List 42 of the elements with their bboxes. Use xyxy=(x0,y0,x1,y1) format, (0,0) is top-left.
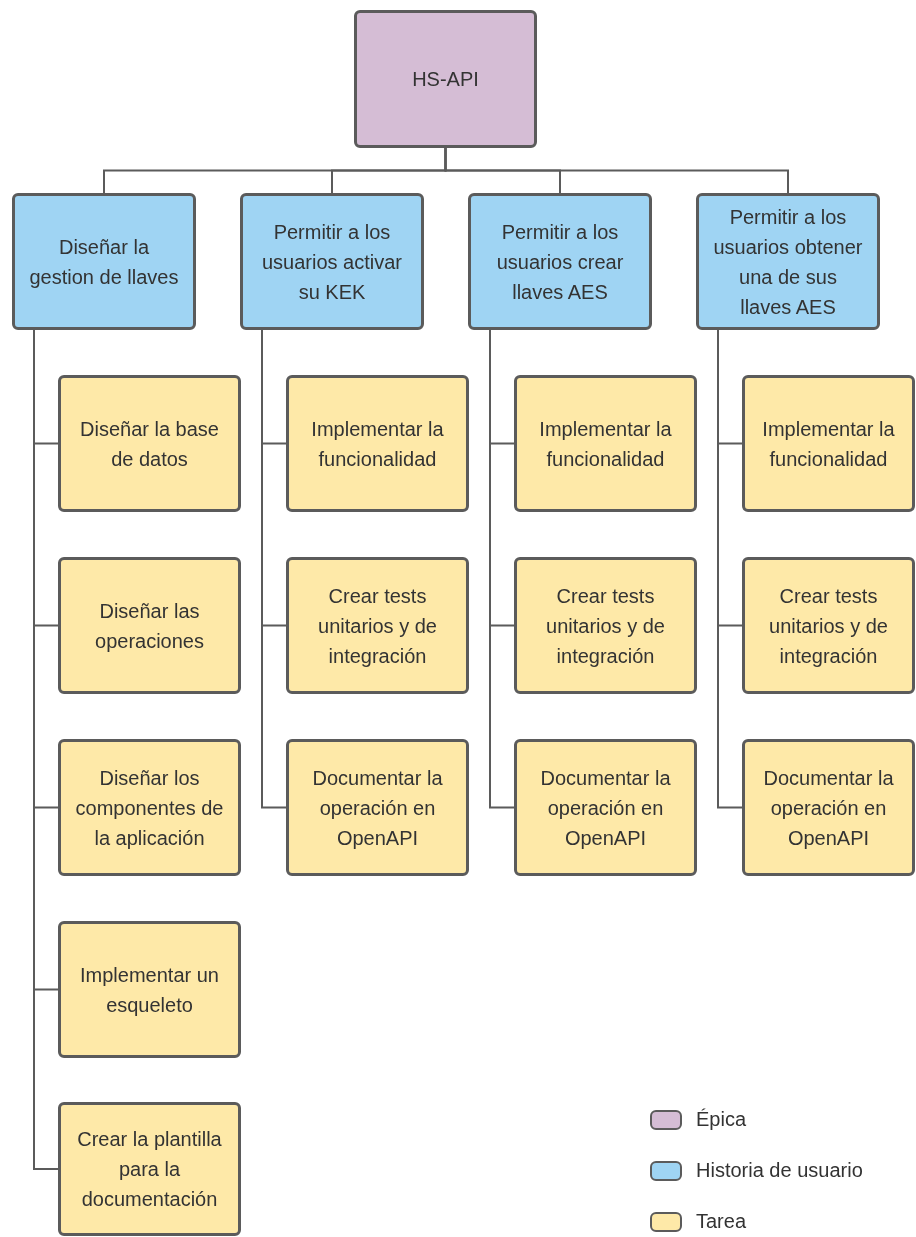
task-box xyxy=(286,557,469,694)
node-label: Crear tests unitarios y de integración xyxy=(768,583,889,669)
task-box xyxy=(58,375,241,512)
user-story-box xyxy=(696,193,880,330)
node-label: Crear tests unitarios y de integración xyxy=(545,583,666,669)
node-label: Implementar un esqueleto xyxy=(79,962,220,1018)
user-story-box xyxy=(468,193,652,330)
node-label: HS-API xyxy=(411,67,480,92)
node-label: Permitir a los usuarios activar su KEK xyxy=(260,219,404,305)
task-box xyxy=(58,557,241,694)
node-label: Documentar la operación en OpenAPI xyxy=(762,765,895,851)
task-box xyxy=(58,739,241,876)
user-story-box xyxy=(12,193,196,330)
node-label: Documentar la operación en OpenAPI xyxy=(311,765,444,851)
node-label: Diseñar la base de datos xyxy=(79,416,220,472)
node-label: Permitir a los usuarios crear llaves AES xyxy=(495,219,625,305)
node-label: Diseñar los componentes de la aplicación xyxy=(74,765,225,851)
node-label: Implementar la funcionalidad xyxy=(761,416,896,472)
epic-box xyxy=(354,10,537,148)
task-box xyxy=(742,375,915,512)
task-box xyxy=(514,375,697,512)
node-label: Permitir a los usuarios obtener una de sus llaves AES xyxy=(712,204,864,320)
legend-label: Tarea xyxy=(696,1210,747,1233)
node-label: Diseñar la gestion de llaves xyxy=(28,234,180,290)
task-box xyxy=(58,1102,241,1236)
node-label: Crear la plantilla para la documentación xyxy=(76,1127,223,1212)
node-label: Crear tests unitarios y de integración xyxy=(317,583,438,669)
node-label: Diseñar las operaciones xyxy=(94,598,205,654)
task-box xyxy=(742,557,915,694)
connector-line xyxy=(444,147,789,194)
task-box xyxy=(58,921,241,1058)
legend-label: Épica xyxy=(696,1108,747,1131)
task-box xyxy=(286,739,469,876)
node-label: Documentar la operación en OpenAPI xyxy=(539,765,672,851)
node-label: Implementar la funcionalidad xyxy=(310,416,445,472)
task-box xyxy=(514,739,697,876)
legend-label: Historia de usuario xyxy=(696,1159,863,1182)
task-box xyxy=(286,375,469,512)
task-box xyxy=(514,557,697,694)
task-box xyxy=(742,739,915,876)
node-label: Implementar la funcionalidad xyxy=(538,416,673,472)
user-story-box xyxy=(240,193,424,330)
